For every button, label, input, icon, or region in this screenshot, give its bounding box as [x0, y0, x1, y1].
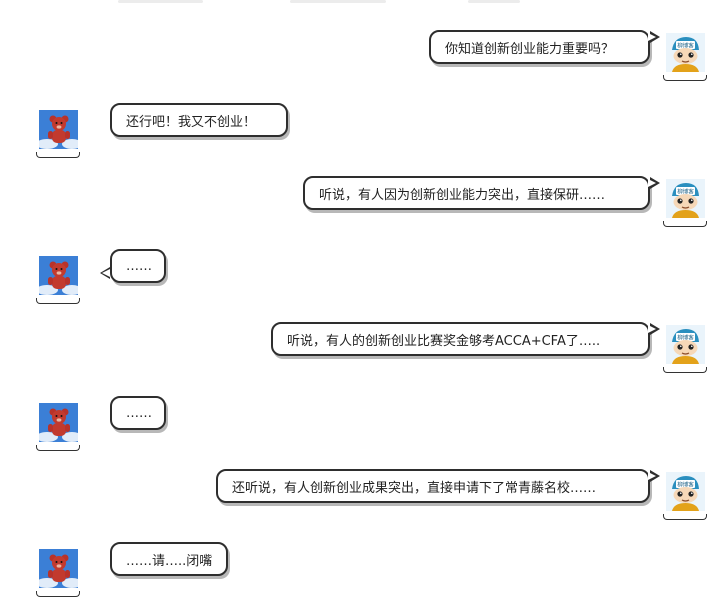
message-row: 听说，有人的创新创业比赛奖金够考ACCA+CFA了….. 柳博客: [0, 322, 725, 382]
friend-avatar[interactable]: [36, 546, 80, 597]
message-row: 还行吧！我又不创业！: [0, 103, 725, 163]
message-text: 还听说，有人创新创业成果突出，直接申请下了常青藤名校……: [232, 480, 597, 496]
bubble-tail: [648, 470, 660, 482]
message-bubble[interactable]: ……请…..闭嘴: [110, 542, 228, 576]
message-text: ……: [126, 405, 152, 421]
cut-off-element: [290, 0, 386, 3]
bubble-tail: [648, 31, 660, 43]
cartoon-boy-cap-avatar-icon: 柳博客: [666, 325, 705, 364]
message-bubble[interactable]: 听说，有人的创新创业比赛奖金够考ACCA+CFA了…..: [271, 322, 650, 356]
friend-avatar[interactable]: [36, 400, 80, 451]
cap-text: 柳博客: [677, 334, 694, 342]
message-row: ……: [0, 396, 725, 456]
message-text: 还行吧！我又不创业！: [126, 114, 257, 130]
message-row: 听说，有人因为创新创业能力突出，直接保研…… 柳博客: [0, 176, 725, 236]
message-row: ……请…..闭嘴: [0, 542, 725, 602]
avatar-frame: [663, 514, 707, 520]
cap-text: 柳博客: [677, 188, 694, 196]
avatar-frame: [663, 75, 707, 81]
cartoon-boy-cap-avatar-icon: 柳博客: [666, 33, 705, 72]
avatar-frame: [36, 591, 80, 597]
message-bubble[interactable]: ……: [110, 396, 166, 430]
avatar-frame: [36, 445, 80, 451]
avatar-frame: [663, 221, 707, 227]
cartoon-boy-cap-avatar-icon: 柳博客: [666, 179, 705, 218]
avatar-frame: [663, 367, 707, 373]
message-row: 你知道创新创业能力重要吗？ 柳博客: [0, 30, 725, 90]
cut-off-element: [118, 0, 203, 3]
red-teddy-bear-sky-avatar-icon: [39, 403, 78, 442]
avatar-frame: [36, 298, 80, 304]
message-bubble[interactable]: 还行吧！我又不创业！: [110, 103, 288, 137]
cap-text: 柳博客: [677, 481, 694, 489]
message-bubble[interactable]: 还听说，有人创新创业成果突出，直接申请下了常青藤名校……: [216, 469, 650, 503]
cartoon-boy-cap-avatar-icon: 柳博客: [666, 472, 705, 511]
message-row: 还听说，有人创新创业成果突出，直接申请下了常青藤名校…… 柳博客: [0, 469, 725, 529]
message-text: 你知道创新创业能力重要吗？: [445, 41, 615, 57]
friend-avatar[interactable]: [36, 107, 80, 158]
bubble-tail: [100, 267, 110, 279]
friend-avatar[interactable]: [36, 253, 80, 304]
message-text: ……: [126, 258, 152, 274]
my-avatar[interactable]: 柳博客: [663, 469, 707, 520]
message-row: ……: [0, 249, 725, 309]
red-teddy-bear-sky-avatar-icon: [39, 549, 78, 588]
my-avatar[interactable]: 柳博客: [663, 30, 707, 81]
my-avatar[interactable]: 柳博客: [663, 322, 707, 373]
bubble-tail: [648, 177, 660, 189]
avatar-frame: [36, 152, 80, 158]
red-teddy-bear-sky-avatar-icon: [39, 256, 78, 295]
cap-text: 柳博客: [677, 42, 694, 50]
message-bubble[interactable]: ……: [110, 249, 166, 283]
cut-off-element: [468, 0, 520, 3]
message-text: 听说，有人的创新创业比赛奖金够考ACCA+CFA了…..: [287, 333, 601, 349]
message-text: 听说，有人因为创新创业能力突出，直接保研……: [319, 187, 606, 203]
message-bubble[interactable]: 你知道创新创业能力重要吗？: [429, 30, 650, 64]
message-text: ……请…..闭嘴: [126, 553, 213, 569]
my-avatar[interactable]: 柳博客: [663, 176, 707, 227]
message-bubble[interactable]: 听说，有人因为创新创业能力突出，直接保研……: [303, 176, 650, 210]
bubble-tail: [648, 323, 660, 335]
red-teddy-bear-sky-avatar-icon: [39, 110, 78, 149]
